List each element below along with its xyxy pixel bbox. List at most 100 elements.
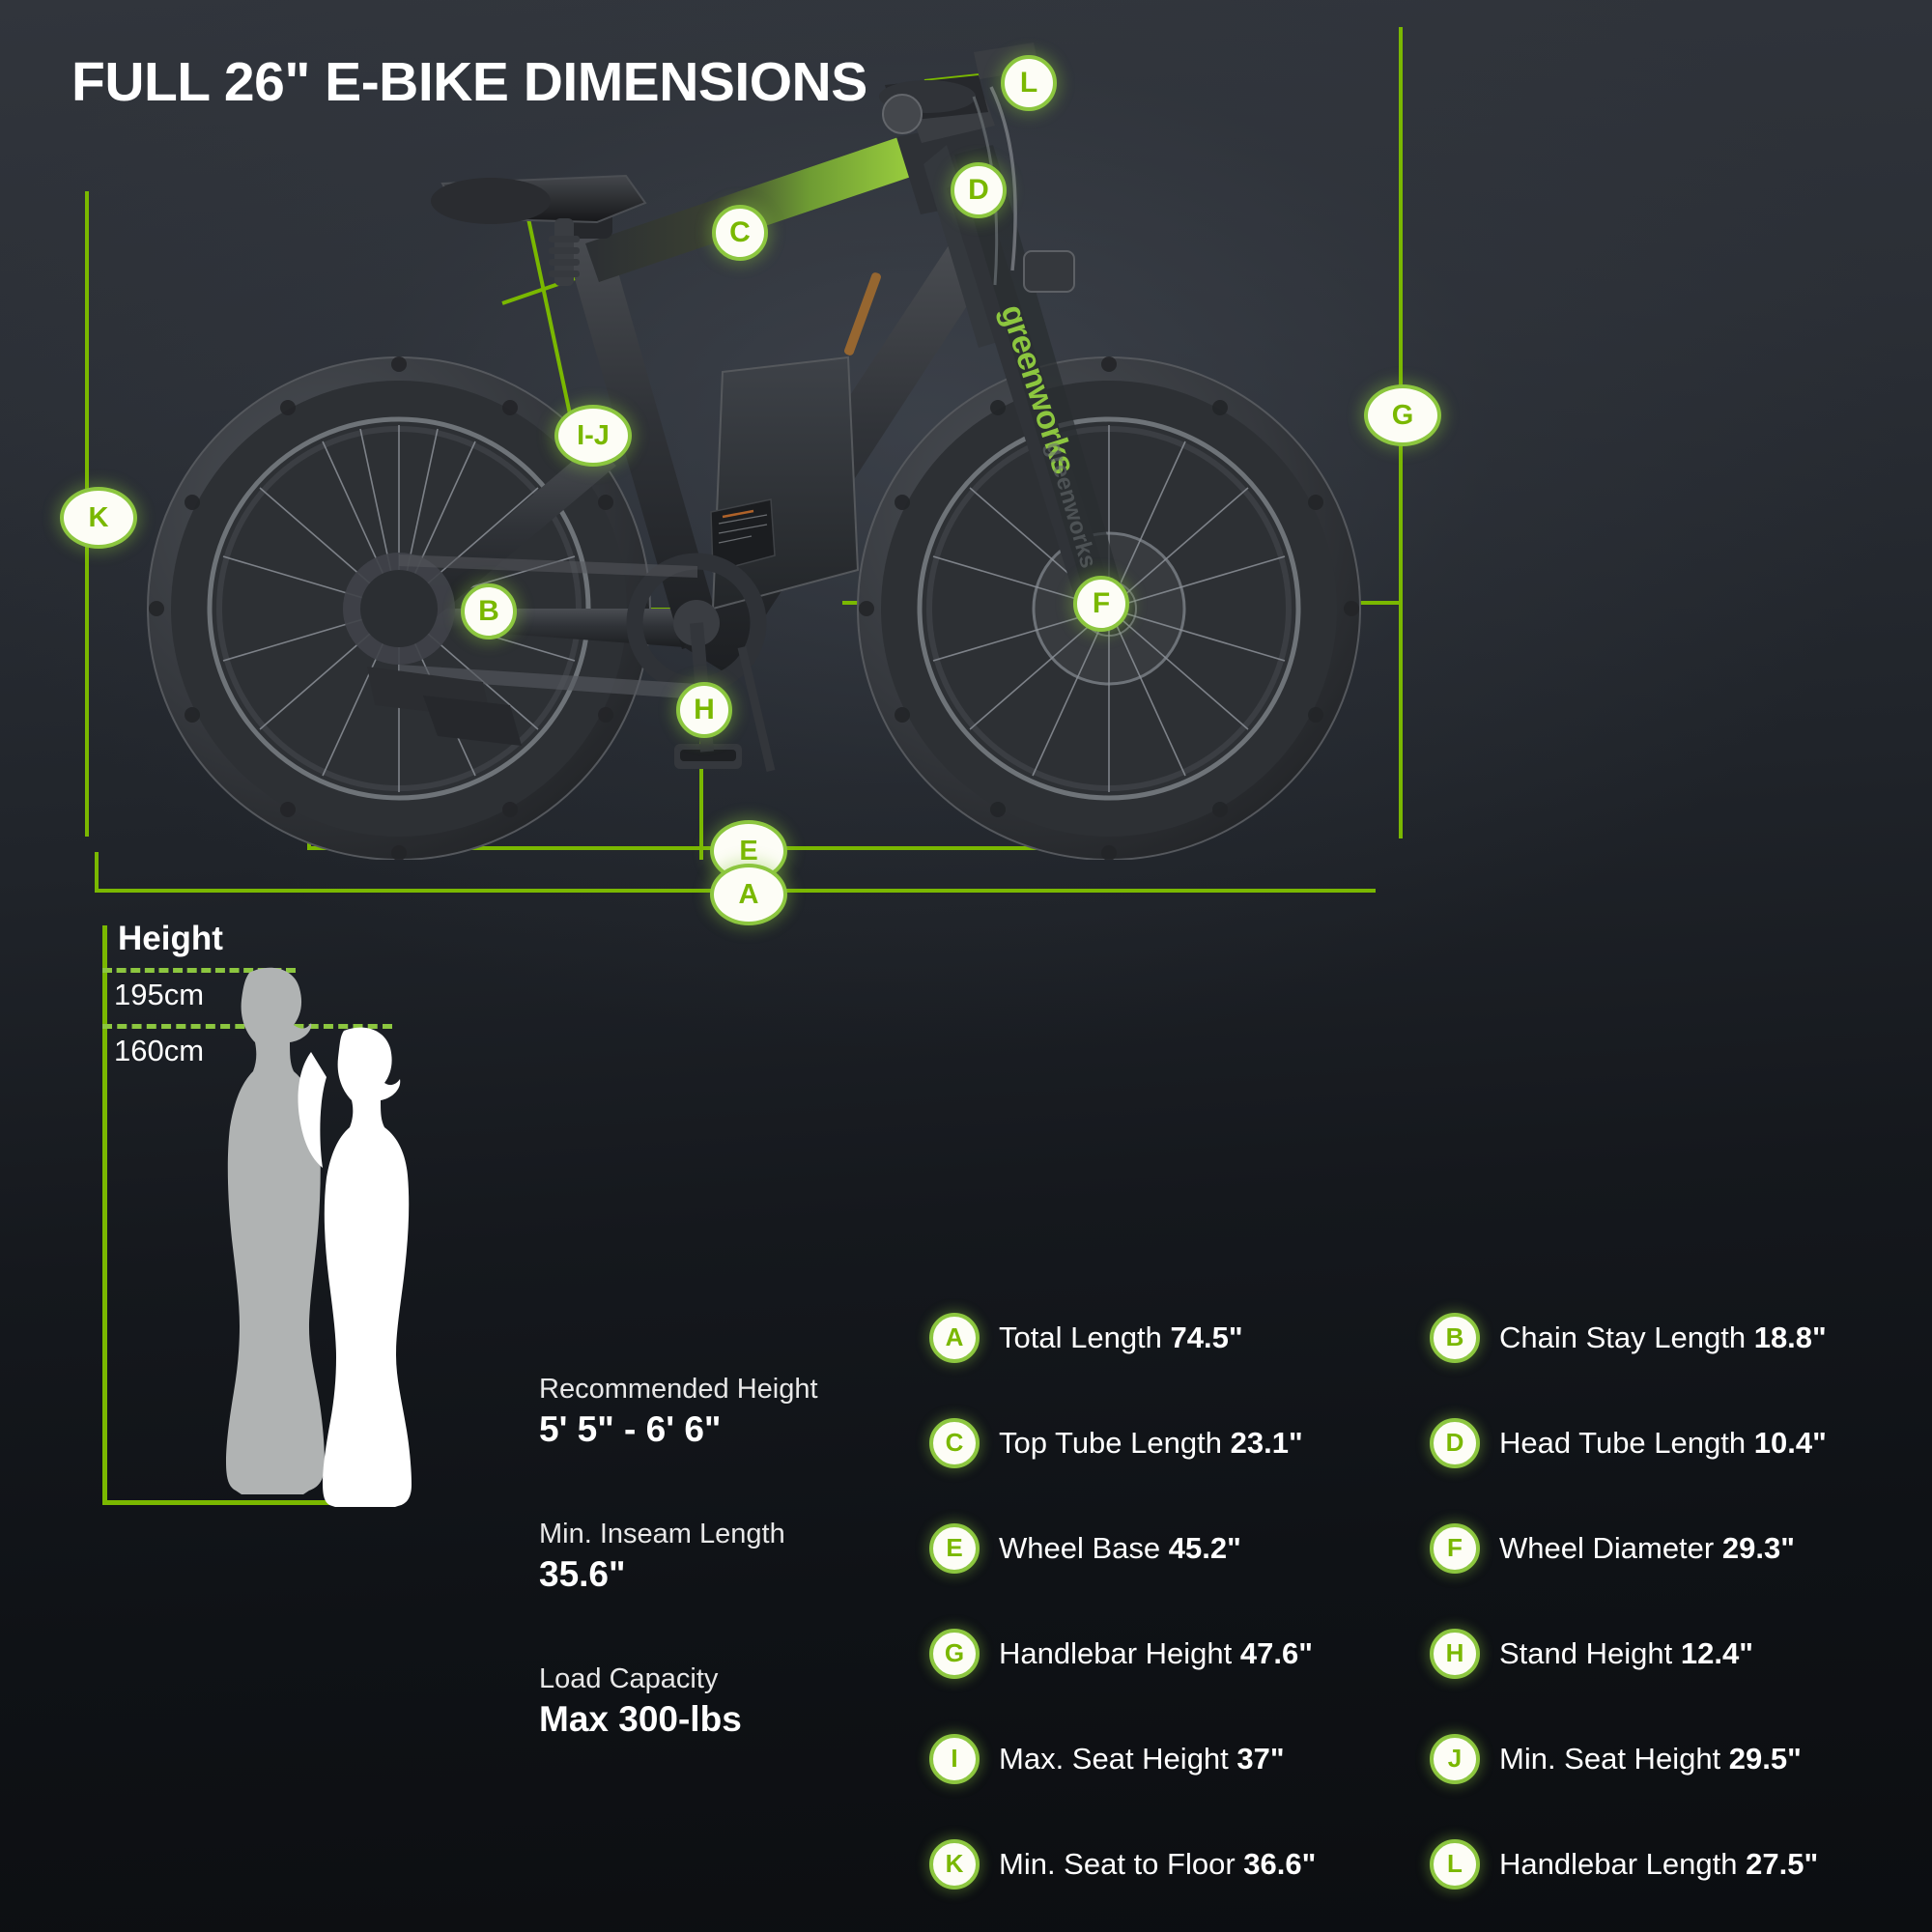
info-recommended-height: Recommended Height 5' 5" - 6' 6" — [539, 1372, 818, 1453]
callout-badge-D[interactable]: D — [951, 162, 1007, 218]
spec-name-D: Head Tube Length — [1499, 1425, 1747, 1460]
spec-item-H[interactable]: H Stand Height 12.4" — [1430, 1628, 1915, 1679]
spec-badge-E: E — [929, 1522, 980, 1574]
spec-text-K: Min. Seat to Floor 36.6" — [999, 1847, 1316, 1882]
height-axis-baseline — [102, 1500, 402, 1505]
spec-item-I[interactable]: I Max. Seat Height 37" — [929, 1733, 1430, 1784]
spec-badge-J: J — [1430, 1733, 1480, 1784]
spec-value-C: 23.1" — [1230, 1425, 1303, 1460]
callout-badge-F[interactable]: F — [1073, 576, 1129, 632]
callout-badge-B[interactable]: B — [461, 583, 517, 639]
spec-name-K: Min. Seat to Floor — [999, 1846, 1236, 1881]
spec-text-D: Head Tube Length 10.4" — [1499, 1426, 1827, 1461]
spec-item-A[interactable]: A Total Length 74.5" — [929, 1312, 1430, 1363]
specification-list: A Total Length 74.5" B Chain Stay Length… — [929, 1285, 1915, 1917]
spec-badge-F: F — [1430, 1522, 1480, 1574]
spec-name-B: Chain Stay Length — [1499, 1320, 1747, 1354]
callout-badge-IJ[interactable]: I-J — [554, 405, 632, 467]
callout-badge-H[interactable]: H — [676, 682, 732, 738]
spec-name-F: Wheel Diameter — [1499, 1530, 1715, 1565]
callout-label-A: A — [738, 878, 759, 910]
spec-text-A: Total Length 74.5" — [999, 1321, 1243, 1355]
spec-value-H: 12.4" — [1680, 1635, 1753, 1670]
height-axis-vertical — [102, 925, 107, 1505]
spec-text-E: Wheel Base 45.2" — [999, 1531, 1241, 1566]
callout-label-IJ: I-J — [577, 419, 610, 451]
saddle — [431, 174, 647, 286]
spec-badge-H: H — [1430, 1628, 1480, 1679]
spec-name-H: Stand Height — [1499, 1635, 1673, 1670]
spec-value-J: 29.5" — [1728, 1741, 1802, 1776]
info-value: Max 300-lbs — [539, 1699, 742, 1740]
spec-value-G: 47.6" — [1239, 1635, 1313, 1670]
spec-item-D[interactable]: D Head Tube Length 10.4" — [1430, 1417, 1915, 1468]
callout-label-F: F — [1092, 587, 1111, 619]
spec-text-G: Handlebar Height 47.6" — [999, 1636, 1313, 1671]
callout-badge-G[interactable]: G — [1364, 384, 1441, 446]
spec-item-J[interactable]: J Min. Seat Height 29.5" — [1430, 1733, 1915, 1784]
callout-badge-A[interactable]: A — [710, 864, 787, 925]
callout-badge-L[interactable]: L — [1001, 55, 1057, 111]
spec-badge-D: D — [1430, 1417, 1480, 1468]
spec-item-B[interactable]: B Chain Stay Length 18.8" — [1430, 1312, 1915, 1363]
callout-label-C: C — [729, 216, 751, 248]
height-silhouettes — [226, 967, 412, 1507]
drivetrain — [343, 553, 767, 769]
height-label-195: 195cm — [114, 978, 205, 1011]
callout-badge-C[interactable]: C — [712, 205, 768, 261]
spec-value-B: 18.8" — [1753, 1320, 1827, 1354]
spec-value-A: 74.5" — [1170, 1320, 1243, 1354]
spec-value-F: 29.3" — [1721, 1530, 1795, 1565]
callout-label-E: E — [739, 835, 758, 867]
dimension-tick-A-left — [95, 852, 99, 891]
height-dash-195 — [102, 968, 296, 973]
spec-name-A: Total Length — [999, 1320, 1162, 1354]
spec-badge-G: G — [929, 1628, 980, 1679]
spec-text-C: Top Tube Length 23.1" — [999, 1426, 1303, 1461]
callout-label-D: D — [968, 174, 989, 206]
spec-text-B: Chain Stay Length 18.8" — [1499, 1321, 1827, 1355]
spec-grid: A Total Length 74.5" B Chain Stay Length… — [929, 1285, 1915, 1917]
spec-badge-K: K — [929, 1838, 980, 1889]
spec-name-J: Min. Seat Height — [1499, 1741, 1721, 1776]
callout-badge-K[interactable]: K — [60, 487, 137, 549]
spec-item-E[interactable]: E Wheel Base 45.2" — [929, 1522, 1430, 1574]
info-value: 35.6" — [539, 1554, 626, 1595]
spec-text-J: Min. Seat Height 29.5" — [1499, 1742, 1802, 1776]
spec-text-F: Wheel Diameter 29.3" — [1499, 1531, 1795, 1566]
spec-name-G: Handlebar Height — [999, 1635, 1233, 1670]
spec-item-L[interactable]: L Handlebar Length 27.5" — [1430, 1838, 1915, 1889]
spec-item-K[interactable]: K Min. Seat to Floor 36.6" — [929, 1838, 1430, 1889]
ebike-illustration: greenworks greenworks — [147, 43, 1361, 860]
info-value: 5' 5" - 6' 6" — [539, 1409, 722, 1450]
info-min-inseam: Min. Inseam Length 35.6" — [539, 1517, 785, 1598]
spec-item-F[interactable]: F Wheel Diameter 29.3" — [1430, 1522, 1915, 1574]
spec-item-G[interactable]: G Handlebar Height 47.6" — [929, 1628, 1430, 1679]
callout-label-K: K — [88, 501, 109, 533]
spec-value-D: 10.4" — [1753, 1425, 1827, 1460]
info-load-capacity: Load Capacity Max 300-lbs — [539, 1662, 742, 1743]
spec-text-I: Max. Seat Height 37" — [999, 1742, 1285, 1776]
spec-text-L: Handlebar Length 27.5" — [1499, 1847, 1818, 1882]
spec-item-C[interactable]: C Top Tube Length 23.1" — [929, 1417, 1430, 1468]
spec-value-I: 37" — [1236, 1741, 1285, 1776]
spec-badge-A: A — [929, 1312, 980, 1363]
height-label-160: 160cm — [114, 1034, 205, 1067]
spec-name-C: Top Tube Length — [999, 1425, 1222, 1460]
spec-name-L: Handlebar Length — [1499, 1846, 1738, 1881]
spec-badge-L: L — [1430, 1838, 1480, 1889]
callout-label-G: G — [1391, 399, 1414, 431]
spec-value-E: 45.2" — [1168, 1530, 1241, 1565]
spec-text-H: Stand Height 12.4" — [1499, 1636, 1753, 1671]
spec-name-E: Wheel Base — [999, 1530, 1161, 1565]
info-caption: Recommended Height — [539, 1374, 818, 1405]
callout-label-L: L — [1019, 67, 1038, 99]
battery-pack — [710, 355, 860, 611]
silhouette-male — [226, 967, 325, 1494]
info-caption: Load Capacity — [539, 1663, 719, 1694]
spec-badge-B: B — [1430, 1312, 1480, 1363]
spec-badge-C: C — [929, 1417, 980, 1468]
info-caption: Min. Inseam Length — [539, 1519, 785, 1549]
callout-label-B: B — [478, 595, 499, 627]
